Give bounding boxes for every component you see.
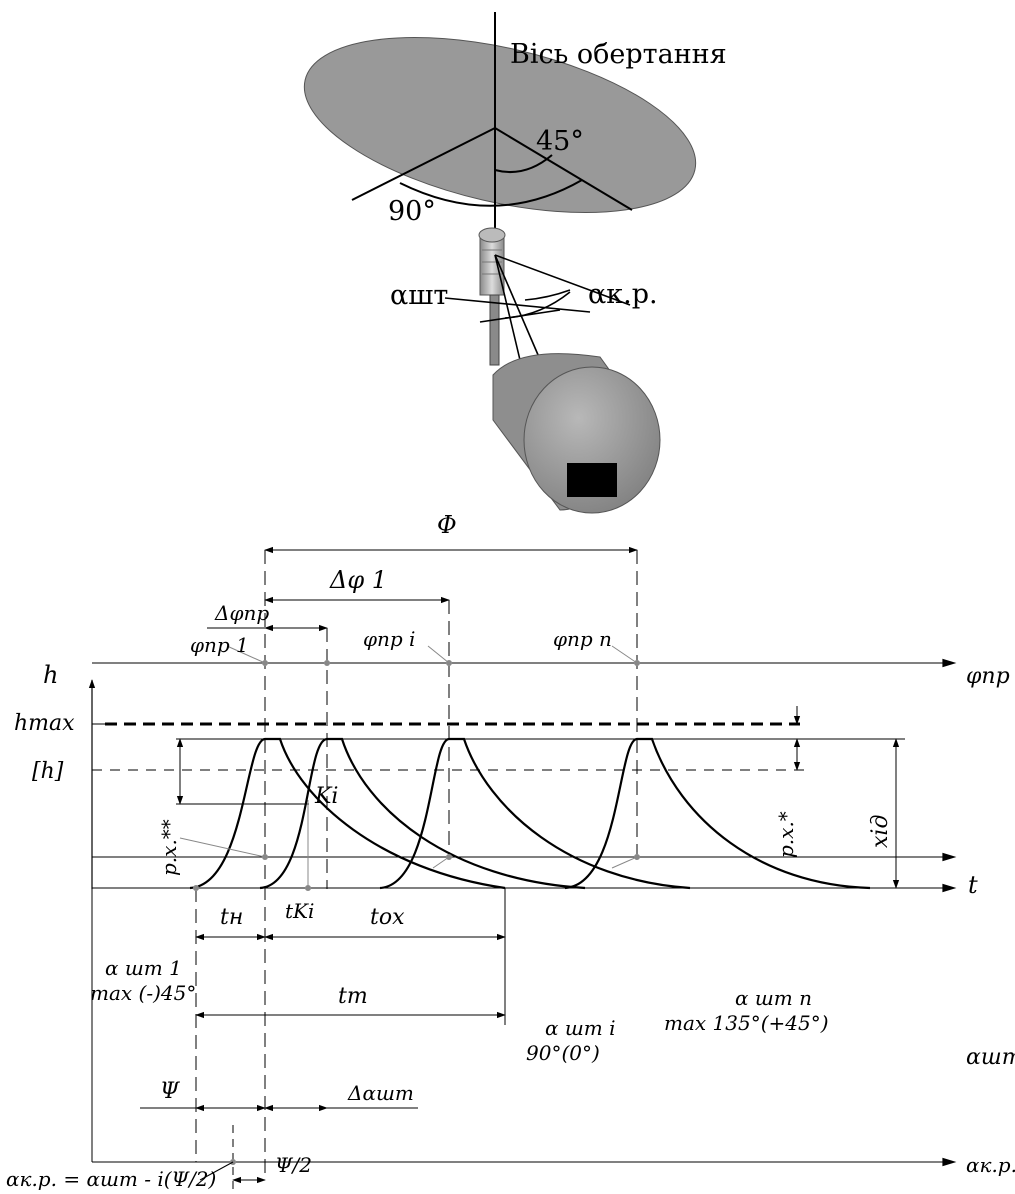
pulse-2 — [259, 737, 586, 890]
pulse-curves — [189, 737, 871, 890]
formula-label: αк.р. = αшт - i(Ψ/2) — [6, 1167, 216, 1191]
max-135-label: max 135°(+45°) — [664, 1011, 829, 1035]
rotating-platform-illustration: Вісь обертання 45° 90° αшт αк.р. — [303, 12, 727, 514]
phi-pr-n-label: φпр n — [553, 627, 612, 651]
alpha-sht-label: αшт — [390, 280, 448, 311]
phi-pr-1-label: φпр 1 — [190, 633, 249, 657]
arc-45 — [494, 154, 553, 174]
motor-drum — [492, 353, 661, 514]
spindle — [478, 227, 506, 366]
phi-pr-i-label: φпр i — [363, 627, 415, 651]
hid-label: хід — [868, 815, 893, 848]
arc-90 — [399, 179, 583, 207]
phi-pr-axis-label: φпр — [966, 664, 1010, 689]
delta-phi-1-label: Δφ 1 — [329, 566, 387, 594]
t-axis-label: t — [968, 871, 978, 899]
platform-disk — [303, 37, 697, 213]
t-m-label: tт — [338, 984, 368, 1009]
phi-label: Φ — [437, 511, 457, 539]
delta-phi-pr-label: Δφпр — [214, 601, 269, 625]
ki-label: Ki — [314, 784, 338, 809]
rotation-axis-label: Вісь обертання — [510, 39, 727, 70]
delta-alpha-sht-label: Δαшт — [347, 1081, 414, 1105]
alpha-kr-axis-label: αк.р. — [966, 1153, 1015, 1177]
pulse-1 — [189, 737, 506, 890]
h-allowed-label: [h] — [32, 759, 64, 784]
t-k-label: tKi — [285, 899, 314, 923]
alpha-sht-1-label: α шт 1 — [105, 956, 182, 980]
alpha-sht-axis-label: αшт — [966, 1045, 1015, 1070]
h-max-label: hmax — [14, 711, 75, 736]
ray-90 — [351, 127, 496, 201]
phi-markers — [193, 660, 640, 1165]
alpha-sht-i-label: α шт i — [545, 1016, 616, 1040]
psi-label: Ψ — [160, 1079, 180, 1104]
angle-90-label: 90° — [388, 196, 436, 227]
timing-diagram — [88, 546, 957, 1194]
motor-window — [567, 463, 617, 497]
h-axis-label: h — [43, 661, 58, 689]
timing-labels: Φ Δφ 1 Δφпр φпр 1 φпр i φпр n φпр h hmax… — [6, 511, 1015, 1191]
angle-45-label: 45° — [536, 126, 584, 157]
pulse-3 — [379, 737, 691, 890]
val-90-0-label: 90°(0°) — [526, 1041, 600, 1065]
alpha-sht-n-label: α шт n — [735, 986, 812, 1010]
alpha-kr-label: αк.р. — [588, 279, 658, 310]
ray-45 — [494, 127, 633, 211]
pulse-4 — [564, 737, 871, 890]
t-n-label: tн — [220, 905, 243, 930]
px-double-label: p.x.** — [157, 819, 181, 876]
psi-half-label: Ψ/2 — [275, 1153, 312, 1177]
max-neg45-label: max (-)45° — [90, 981, 196, 1005]
t-ox-label: tох — [370, 905, 405, 930]
px-single-label: p.x.* — [774, 811, 798, 858]
